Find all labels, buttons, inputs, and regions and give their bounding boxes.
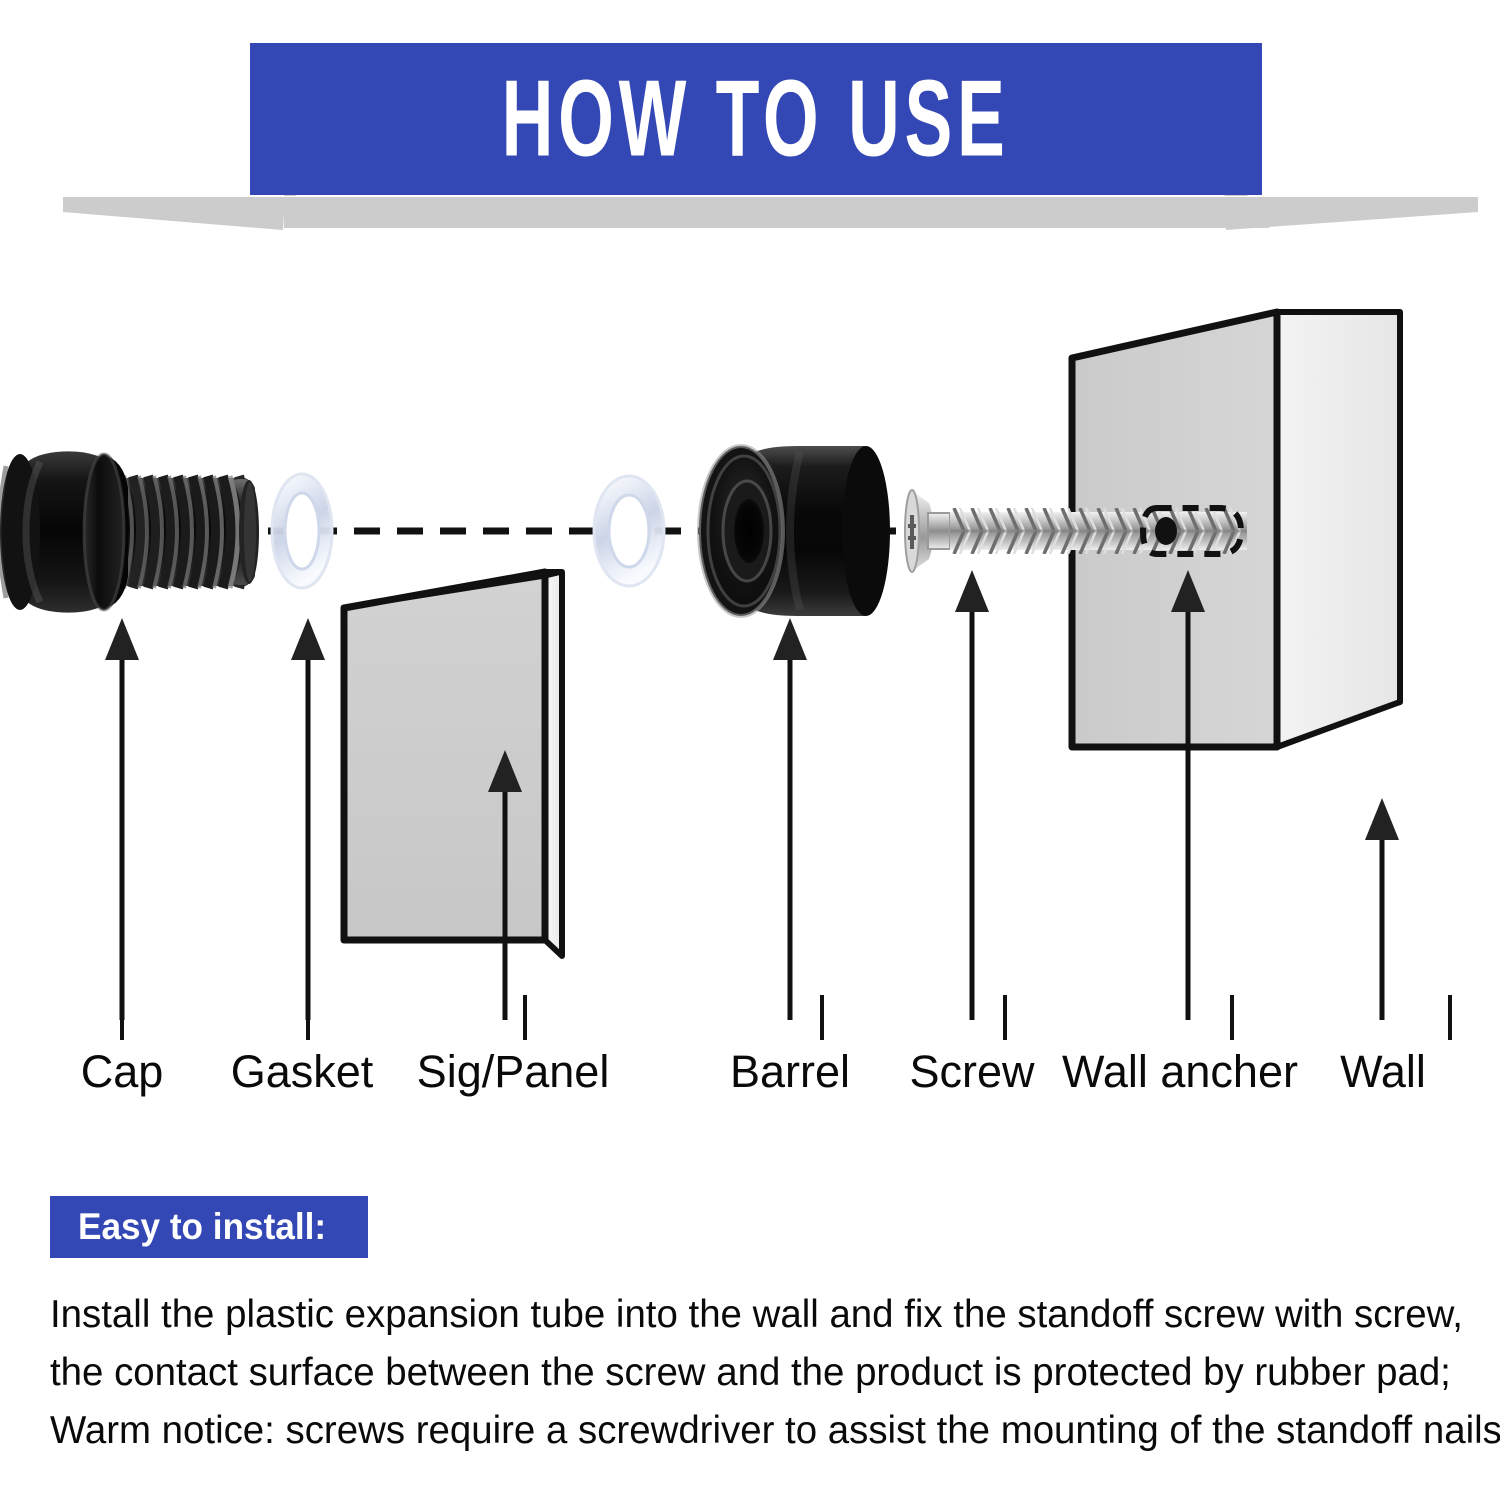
instruction-line-3: Warm notice: screws require a screwdrive… [50,1409,1500,1452]
leader-arrows [105,570,1399,1020]
gasket-washer-2 [592,474,666,588]
badge-label: Easy to install: [78,1206,327,1247]
label-wall: Wall [1340,1046,1426,1097]
sig-panel-slab [340,568,565,959]
banner-box: HOW TO USE [250,43,1262,195]
cap-screw [0,451,259,613]
instruction-line-2: the contact surface between the screw an… [50,1351,1451,1394]
label-cap: Cap [80,1046,164,1097]
gasket-washer-1 [270,472,334,590]
banner-ribbon-shadow [0,195,1500,250]
label-gasket: Gasket [230,1046,374,1097]
cap-threads [122,474,252,590]
header-banner: HOW TO USE [0,0,1500,250]
assembly-diagram [0,250,1500,1120]
instructions-text: Install the plastic expansion tube into … [50,1286,1500,1460]
barrel-standoff [697,444,890,618]
assembly-diagram-svg [0,308,1452,1040]
page-title: HOW TO USE [502,58,1010,180]
wall-ancher-hidden-outline [1139,505,1245,557]
easy-to-install-badge: Easy to install: [50,1196,368,1258]
label-screw: Screw [909,1046,1035,1097]
label-barrel: Barrel [729,1046,851,1097]
instruction-line-1: Install the plastic expansion tube into … [50,1293,1463,1336]
label-wall-ancher: Wall ancher [1062,1046,1298,1097]
label-sig-panel: Sig/Panel [416,1046,610,1097]
part-labels: Cap Gasket Sig/Panel Barrel Screw Wall a… [0,1020,1500,1110]
leader-stems [120,995,1452,1040]
